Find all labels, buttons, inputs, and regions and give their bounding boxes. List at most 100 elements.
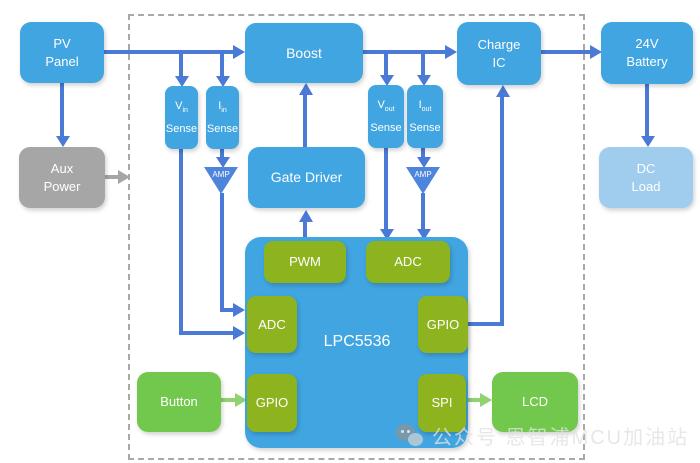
vin-subscript: in <box>182 107 188 115</box>
connector-gpio-chargeic-h <box>468 322 504 326</box>
gpio-right-module: GPIO <box>418 296 468 353</box>
connector-ampleft-adc-h <box>220 308 233 312</box>
arrowhead-ampright-adc <box>417 229 431 240</box>
connector-pv-boost <box>104 50 235 54</box>
arrowhead-voutsense-adc <box>380 229 394 240</box>
arrowhead-ampleft-adc <box>233 303 245 317</box>
connector-ampleft-adc-v <box>220 193 224 312</box>
vout-sense-block: Vout Sense <box>368 85 404 148</box>
connector-ioutsense-amp <box>421 148 425 157</box>
connector-pv-auxpower <box>60 83 64 136</box>
arrowhead-iinsense-amp <box>216 157 230 168</box>
arrowhead-spi-lcd <box>480 393 492 407</box>
connector-chargeic-battery <box>541 50 590 54</box>
iout-sense-word: Sense <box>409 122 441 135</box>
dc-load-label-line2: Load <box>631 178 661 194</box>
arrowhead-pv-auxpower <box>56 136 70 147</box>
arrowhead-iin-sense <box>216 76 230 87</box>
arrowhead-vout-sense <box>380 75 394 86</box>
arrowhead-auxpower-system <box>118 170 130 184</box>
gpio-left-module: GPIO <box>247 374 297 432</box>
watermark: 公众号 恩智浦MCU加油站 <box>396 421 689 450</box>
vout-subscript: out <box>384 106 395 114</box>
adc-left-module: ADC <box>247 296 297 353</box>
vout-sense-word: Sense <box>370 122 402 135</box>
dc-load-block: DC Load <box>599 147 693 208</box>
connector-vinsense-adc-v <box>179 149 183 335</box>
aux-power-label-line1: Aux <box>50 160 74 176</box>
connector-gatedriver-boost <box>303 95 307 147</box>
lpc5536-label: LPC5536 <box>323 333 391 350</box>
connector-button-gpio <box>221 398 235 402</box>
iin-letter: I <box>218 99 222 112</box>
spi-module: SPI <box>418 374 466 432</box>
boost-block: Boost <box>245 23 363 83</box>
vout-sense-symbol: Vout <box>377 94 394 117</box>
pwm-module: PWM <box>264 241 346 283</box>
aux-power-label-line2: Power <box>43 178 81 194</box>
connector-branch-vout <box>384 50 388 75</box>
arrowhead-gatedriver-boost <box>299 83 313 95</box>
connector-gpio-chargeic-v <box>500 97 504 326</box>
iout-subscript: out <box>421 106 432 114</box>
connector-spi-lcd <box>466 398 480 402</box>
charge-ic-block: Charge IC <box>457 22 541 85</box>
iin-sense-word: Sense <box>206 123 239 136</box>
vin-letter: V <box>175 99 183 112</box>
vout-letter: V <box>377 98 385 111</box>
arrowhead-pv-boost <box>233 45 245 59</box>
arrowhead-pwm-gatedriver <box>299 210 313 222</box>
arrowhead-ioutsense-amp <box>417 157 431 168</box>
amp-right-triangle <box>406 167 440 194</box>
pv-panel-label-line2: Panel <box>45 53 79 69</box>
arrowhead-button-gpio <box>235 393 247 407</box>
watermark-text: 公众号 恩智浦MCU加油站 <box>432 427 690 449</box>
iout-letter: I <box>418 98 422 111</box>
arrowhead-vinsense-adc <box>233 326 245 340</box>
amp-left-triangle <box>204 167 238 194</box>
aux-power-block: Aux Power <box>19 147 105 208</box>
connector-iinsense-amp <box>220 149 224 159</box>
battery-label-line2: Battery <box>626 54 668 69</box>
charge-ic-label-line2: IC <box>492 54 506 70</box>
wechat-bubble-small <box>408 432 423 446</box>
arrowhead-boost-chargeic <box>445 45 457 59</box>
iin-sense-block: Iin Sense <box>206 86 239 149</box>
amp-right-label: AMP <box>414 170 432 179</box>
amp-left-label: AMP <box>212 170 230 179</box>
connector-battery-dcload <box>645 84 649 136</box>
vin-sense-block: Vin Sense <box>165 86 198 149</box>
pv-panel-label-line1: PV <box>53 35 71 51</box>
iin-subscript: in <box>221 107 227 115</box>
connector-auxpower-system <box>105 175 118 179</box>
connector-branch-iin <box>220 50 224 76</box>
wechat-icon <box>396 423 426 449</box>
arrowhead-gpio-chargeic <box>496 85 510 97</box>
adc-top-module: ADC <box>366 241 450 283</box>
connector-vinsense-adc-h <box>179 331 233 335</box>
iin-sense-symbol: Iin <box>218 95 227 118</box>
battery-label-line1: 24V <box>635 36 659 52</box>
connector-ampright-adc <box>421 193 425 229</box>
charge-ic-label-line1: Charge <box>477 36 521 52</box>
battery-24v-block: 24V Battery <box>601 22 693 84</box>
connector-boost-chargeic <box>363 50 445 54</box>
arrowhead-vin-sense <box>175 76 189 87</box>
arrowhead-chargeic-battery <box>590 45 602 59</box>
connector-branch-iout <box>421 50 425 75</box>
arrowhead-iout-sense <box>417 75 431 86</box>
pv-panel-block: PV Panel <box>20 22 104 83</box>
lcd-block: LCD <box>492 372 578 432</box>
button-block: Button <box>137 372 221 432</box>
connector-pwm-gatedriver <box>303 222 307 242</box>
vin-sense-symbol: Vin <box>175 95 188 118</box>
iout-sense-symbol: Iout <box>419 94 432 117</box>
connector-branch-vin <box>179 50 183 76</box>
gate-driver-block: Gate Driver <box>248 147 365 208</box>
connector-voutsense-adc <box>384 148 388 229</box>
dc-load-label-line1: DC <box>636 160 656 176</box>
vin-sense-word: Sense <box>165 123 198 136</box>
arrowhead-battery-dcload <box>641 136 655 147</box>
iout-sense-block: Iout Sense <box>407 85 443 148</box>
